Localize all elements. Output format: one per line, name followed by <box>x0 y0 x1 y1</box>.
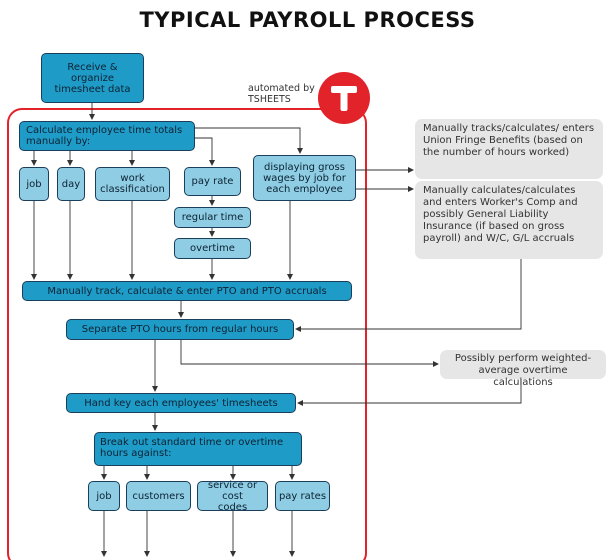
work-classification-box: work classification <box>95 167 170 201</box>
pay-rate-box: pay rate <box>184 167 241 196</box>
service-cost-codes-box: service or cost codes <box>197 480 268 513</box>
diagram-title: TYPICAL PAYROLL PROCESS <box>139 8 476 32</box>
workers-comp-note: Manually calculates/calculates and enter… <box>415 181 603 259</box>
automation-boundary <box>7 108 367 560</box>
union-fringe-note: Manually tracks/calculates/ enters Union… <box>415 119 603 179</box>
receive-timesheet-box: Receive & organize timesheet data <box>41 53 144 103</box>
regular-time-box: regular time <box>174 207 251 228</box>
customers-box: customers <box>126 481 191 511</box>
pto-accruals-bar: Manually track, calculate & enter PTO an… <box>22 281 352 301</box>
job-box: job <box>19 167 49 201</box>
automated-label: automated by TSHEETS <box>248 83 315 105</box>
day-box: day <box>57 167 85 201</box>
separate-pto-box: Separate PTO hours from regular hours <box>66 319 294 340</box>
job-code-box: job <box>88 481 120 511</box>
hand-key-timesheets-box: Hand key each employees' timesheets <box>66 393 296 413</box>
overtime-box: overtime <box>174 238 251 259</box>
tsheets-logo-icon: T <box>318 72 370 124</box>
gross-wages-box: displaying gross wages by job for each e… <box>253 155 356 201</box>
break-out-box: Break out standard time or overtime hour… <box>94 432 302 466</box>
pay-rates-box: pay rates <box>275 481 330 511</box>
calculate-manually-box: Calculate employee time totals manually … <box>19 121 195 151</box>
weighted-overtime-note: Possibly perform weighted-average overti… <box>440 350 606 388</box>
